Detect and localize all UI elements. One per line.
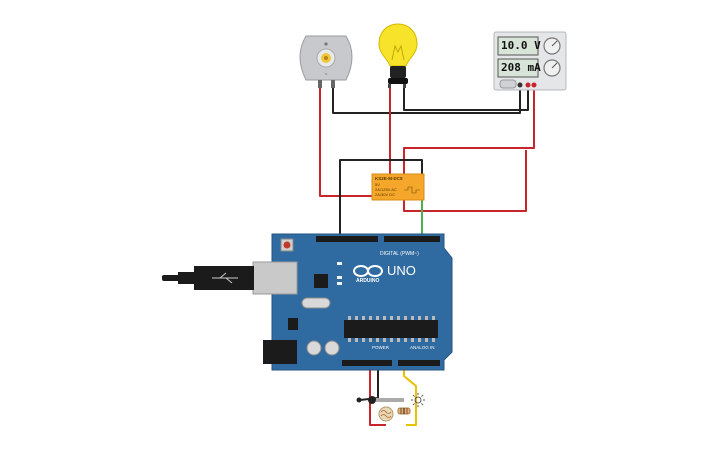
digital-label: DIGITAL (PWM~)	[380, 251, 419, 257]
wire-analog-yellow[interactable]	[403, 366, 417, 426]
power-supply[interactable]	[493, 31, 567, 91]
usb-jack	[252, 261, 298, 295]
arduino-logo	[353, 265, 383, 277]
motor-icon	[321, 53, 331, 63]
wire-bulb-black[interactable]	[403, 88, 529, 111]
board-brand: ARDUINO	[356, 278, 380, 284]
relay-ac-rating: 2A/125V AC	[375, 187, 397, 192]
photoresistor-circuit[interactable]	[356, 393, 426, 422]
bulb-icon	[378, 23, 418, 67]
current-knob[interactable]	[543, 59, 561, 77]
relay-dc-rating: 2A/30V DC	[375, 192, 396, 197]
usb-plug-icon	[212, 272, 238, 284]
junction-node	[368, 396, 376, 404]
current-readout: 208 mA	[501, 61, 541, 74]
junction-left	[356, 397, 362, 403]
analog-header[interactable]	[398, 360, 440, 366]
barrel-jack	[263, 340, 297, 364]
dc-motor[interactable]: ~	[299, 35, 353, 88]
power-header[interactable]	[342, 360, 392, 366]
wire-5v-red[interactable]	[369, 366, 386, 426]
relay-coil-rating: 5V	[375, 182, 380, 187]
wire-motor-black[interactable]	[332, 88, 521, 114]
wire-relay-gnd[interactable]	[339, 159, 423, 238]
photoresistor[interactable]	[378, 406, 394, 422]
digital-header-left[interactable]	[316, 236, 378, 242]
terminal-negative[interactable]	[517, 82, 523, 88]
terminal-positive-b[interactable]	[531, 82, 537, 88]
sun-icon	[411, 393, 425, 407]
motor-label: ~	[325, 72, 328, 78]
light-bulb[interactable]	[378, 23, 418, 88]
voltage-readout: 10.0 V	[501, 39, 541, 52]
usb-cable[interactable]	[162, 266, 254, 290]
atmega-chip	[344, 320, 438, 338]
reset-button-icon[interactable]	[280, 238, 294, 252]
board-model: UNO	[387, 263, 416, 278]
wire-supply-red[interactable]	[403, 88, 535, 174]
analog-label: ANALOG IN	[410, 345, 435, 350]
relay-part-number: KS2E-M-DC5	[375, 176, 403, 181]
digital-header-right[interactable]	[384, 236, 440, 242]
power-label: POWER	[372, 345, 390, 350]
wire-motor-red[interactable]	[319, 88, 374, 197]
voltage-knob[interactable]	[543, 37, 561, 55]
wires	[319, 88, 535, 426]
wire-relay-red-loop[interactable]	[403, 150, 527, 212]
relay[interactable]	[371, 173, 425, 201]
arduino-uno[interactable]	[252, 233, 453, 371]
terminal-positive-a[interactable]	[525, 82, 531, 88]
